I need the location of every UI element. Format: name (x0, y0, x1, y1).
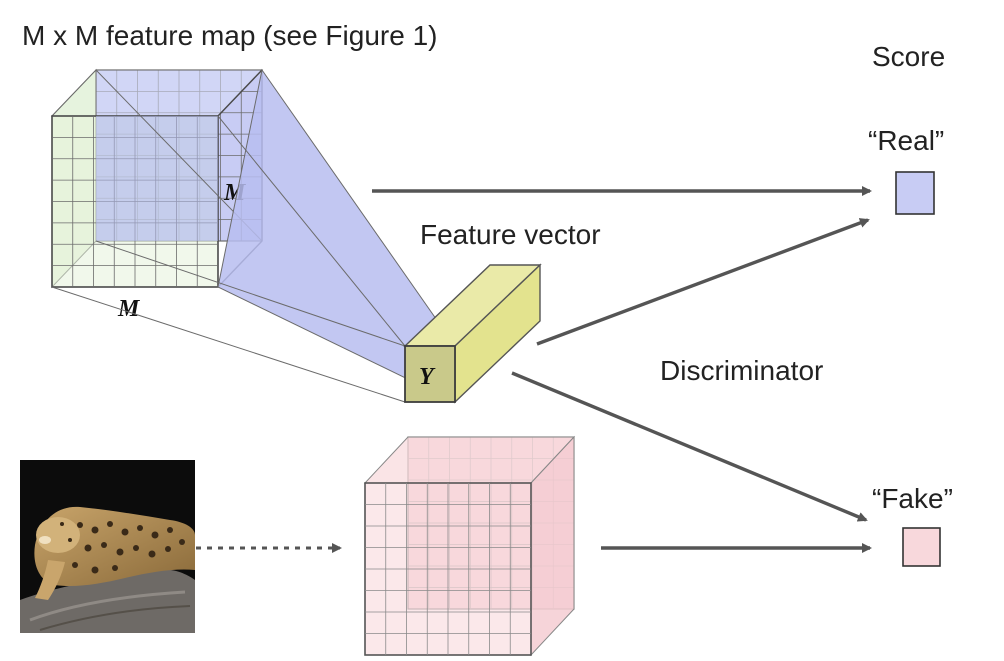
feature-map-cube: M M (50, 68, 264, 322)
leopard-photo (20, 460, 195, 633)
feature-map-title: M x M feature map (see Figure 1) (22, 20, 437, 51)
discriminator-label: Discriminator (660, 355, 823, 386)
score-label: Score (872, 41, 945, 72)
feature-vector-bar: Y (403, 263, 542, 404)
arrows (196, 186, 872, 553)
real-label: “Real” (868, 125, 944, 156)
leopard-head (36, 517, 80, 553)
fake-label: “Fake” (872, 483, 953, 514)
discriminator-cube (363, 435, 576, 657)
feature-vector-label: Feature vector (420, 219, 601, 250)
arrow-vector-to-real (536, 218, 870, 346)
real-score-box (895, 171, 935, 215)
arrow-vector-to-fake (511, 371, 868, 522)
feature-vector-front (404, 345, 456, 403)
fake-score-box (902, 527, 941, 567)
feature-map-overlap (96, 116, 218, 241)
y-label: Y (419, 364, 436, 390)
